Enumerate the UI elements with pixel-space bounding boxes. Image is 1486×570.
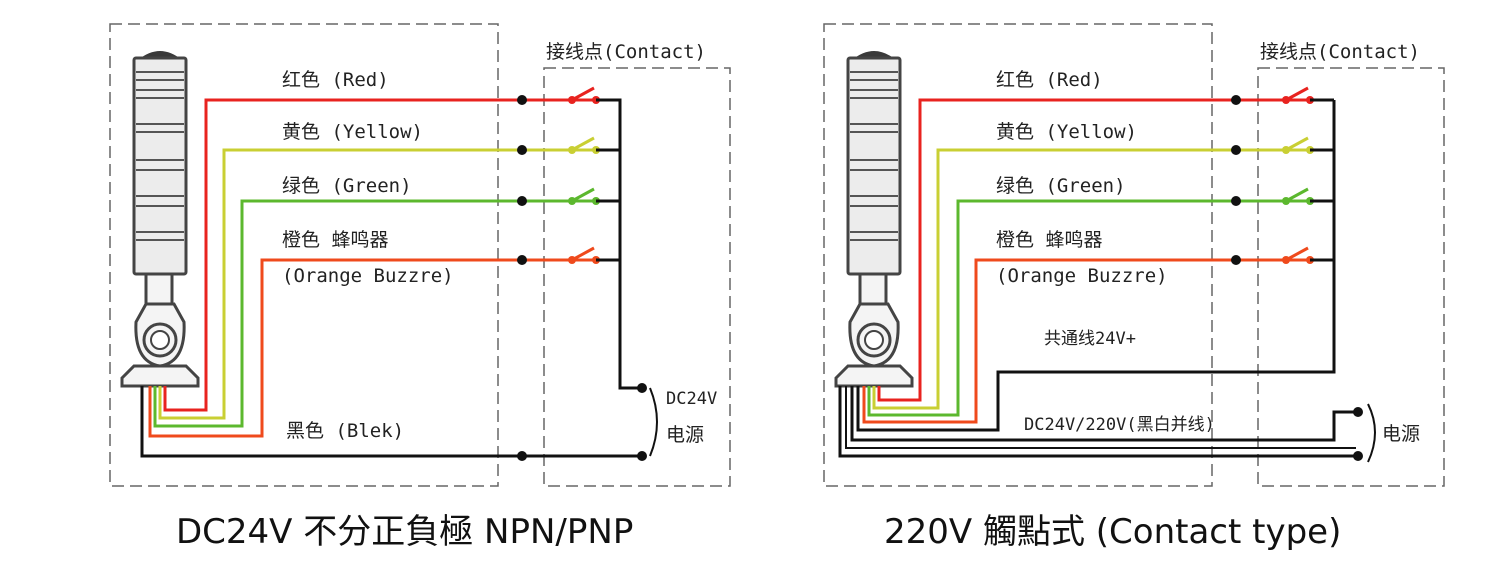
right-orange-switch — [1282, 246, 1314, 264]
left-junction-dots — [517, 95, 527, 461]
right-supply-wire-outer — [838, 386, 1356, 458]
left-yellow-wire — [158, 148, 594, 420]
right-orange-label-2: (Orange Buzzre) — [996, 265, 1168, 287]
left-tower-light — [120, 51, 200, 388]
left-contact-header: 接线点(Contact) — [546, 41, 706, 63]
right-power-terminal-top — [1353, 407, 1363, 417]
left-orange-label-1: 橙色 蜂鸣器 — [282, 229, 388, 251]
left-common-bus — [596, 98, 640, 390]
right-common-wire — [856, 100, 1336, 432]
left-red-wire — [163, 98, 594, 412]
right-red-label: 红色 (Red) — [996, 69, 1103, 91]
left-power-terminal-top — [637, 383, 647, 393]
left-black-label: 黑色 (Blek) — [286, 420, 404, 442]
right-common-label: 共通线24V+ — [1044, 329, 1136, 349]
left-power-terminal-bottom — [637, 451, 647, 461]
left-tower-frame — [109, 23, 499, 487]
right-red-wire — [877, 98, 1308, 402]
left-orange-wire — [148, 258, 594, 438]
left-power-bracket — [649, 387, 658, 457]
right-orange-wire — [862, 258, 1308, 424]
right-green-label: 绿色 (Green) — [996, 175, 1126, 197]
right-tower-frame — [823, 23, 1213, 487]
left-wiring-diagram: 接线点(Contact) 红色 (Red) 黄色 (Yellow) 绿色 (Gr… — [109, 23, 731, 552]
right-caption: 220V 觸點式 (Contact type) — [884, 512, 1341, 552]
left-green-switch — [568, 187, 600, 205]
left-green-label: 绿色 (Green) — [282, 175, 412, 197]
right-supply-wire-white — [845, 386, 1356, 449]
right-contact-frame — [1257, 67, 1445, 487]
right-junction-dots — [1231, 95, 1241, 265]
left-orange-label-2: (Orange Buzzre) — [282, 265, 454, 287]
right-yellow-wire — [872, 148, 1308, 410]
right-supply-label: DC24V/220V(黑白并线) — [1024, 415, 1215, 435]
right-green-switch — [1282, 187, 1314, 205]
left-contact-frame — [543, 67, 731, 487]
right-power-label: 电源 — [1382, 423, 1420, 445]
left-caption: DC24V 不分正負極 NPN/PNP — [176, 512, 633, 552]
right-power-terminal-bottom — [1353, 451, 1363, 461]
right-yellow-switch — [1282, 136, 1314, 154]
right-power-bracket — [1367, 403, 1376, 463]
right-supply-wire-black — [850, 386, 1356, 442]
right-green-wire — [867, 199, 1308, 417]
left-bus-taps — [596, 148, 620, 262]
left-power-label-1: DC24V — [666, 389, 717, 409]
left-power-label-2: 电源 — [666, 424, 704, 446]
left-yellow-label: 黄色 (Yellow) — [282, 121, 423, 143]
left-green-wire — [153, 199, 594, 428]
right-orange-label-1: 橙色 蜂鸣器 — [996, 229, 1102, 251]
right-contact-header: 接线点(Contact) — [1260, 41, 1420, 63]
right-yellow-label: 黄色 (Yellow) — [996, 121, 1137, 143]
left-orange-switch — [568, 246, 600, 264]
right-wiring-diagram: 接线点(Contact) 红色 (Red) 黄色 (Yellow) 绿色 (Gr… — [823, 23, 1445, 552]
right-bus-taps — [1310, 98, 1334, 262]
left-yellow-switch — [568, 136, 600, 154]
left-black-wire — [140, 386, 640, 458]
right-red-switch — [1282, 86, 1314, 104]
left-red-label: 红色 (Red) — [282, 69, 389, 91]
left-red-switch — [568, 86, 600, 104]
right-tower-light — [834, 51, 914, 388]
